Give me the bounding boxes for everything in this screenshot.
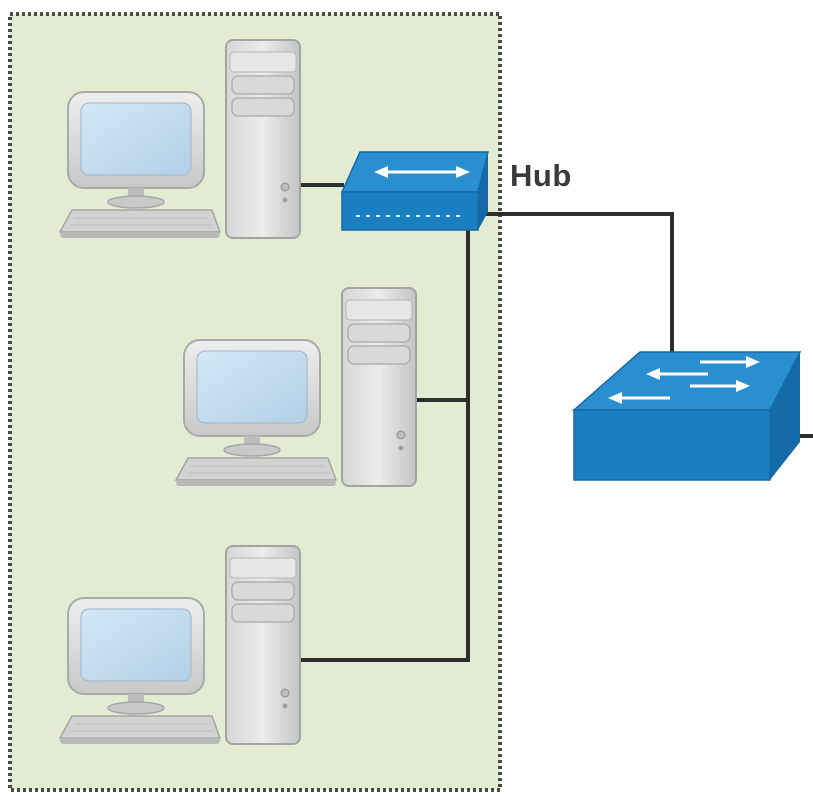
cable-hub-switch (476, 212, 674, 364)
hub-icon (340, 151, 489, 231)
network-cables (298, 183, 813, 662)
hub-label: Hub (510, 158, 572, 193)
switch-icon (572, 351, 802, 481)
